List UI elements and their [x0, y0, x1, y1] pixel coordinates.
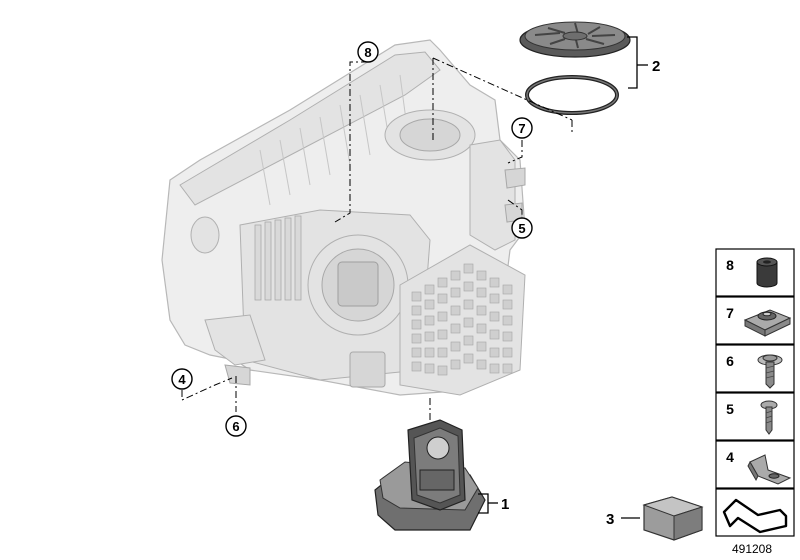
callout-8: 8 — [357, 41, 379, 63]
svg-text:4: 4 — [178, 372, 186, 387]
seal-ring-part — [525, 75, 619, 115]
legend-label-5: 5 — [726, 401, 734, 417]
adapter-bracket-part — [374, 419, 486, 531]
label-1: 1 — [501, 496, 509, 513]
legend-label-6: 6 — [726, 353, 734, 369]
grommet-icon — [756, 257, 778, 288]
screw-icon — [760, 400, 778, 435]
reference-number: 491208 — [732, 542, 772, 556]
clip-nut-icon — [743, 309, 792, 337]
cover-cap-part — [519, 21, 631, 58]
bracket-nut-icon — [747, 454, 792, 485]
cooling-fins — [254, 215, 302, 301]
lead-lines — [478, 36, 648, 519]
callout-7: 7 — [511, 117, 533, 139]
callout-4: 4 — [171, 368, 193, 390]
svg-text:5: 5 — [518, 221, 525, 236]
legend-label-7: 7 — [726, 305, 734, 321]
svg-text:7: 7 — [518, 121, 525, 136]
headlight-housing — [161, 39, 526, 396]
legend-label-4: 4 — [726, 449, 734, 465]
bent-clip-icon — [722, 498, 788, 534]
legend-panel: 8 7 6 5 4 — [715, 248, 795, 537]
leader-lines — [181, 57, 573, 420]
callout-6: 6 — [225, 415, 247, 437]
box-part — [642, 496, 704, 541]
label-3: 3 — [606, 511, 614, 528]
callout-5: 5 — [511, 217, 533, 239]
screw-washer-icon — [757, 354, 783, 389]
svg-text:6: 6 — [232, 419, 239, 434]
label-2: 2 — [652, 58, 660, 75]
legend-label-8: 8 — [726, 257, 734, 273]
svg-text:8: 8 — [364, 45, 371, 60]
